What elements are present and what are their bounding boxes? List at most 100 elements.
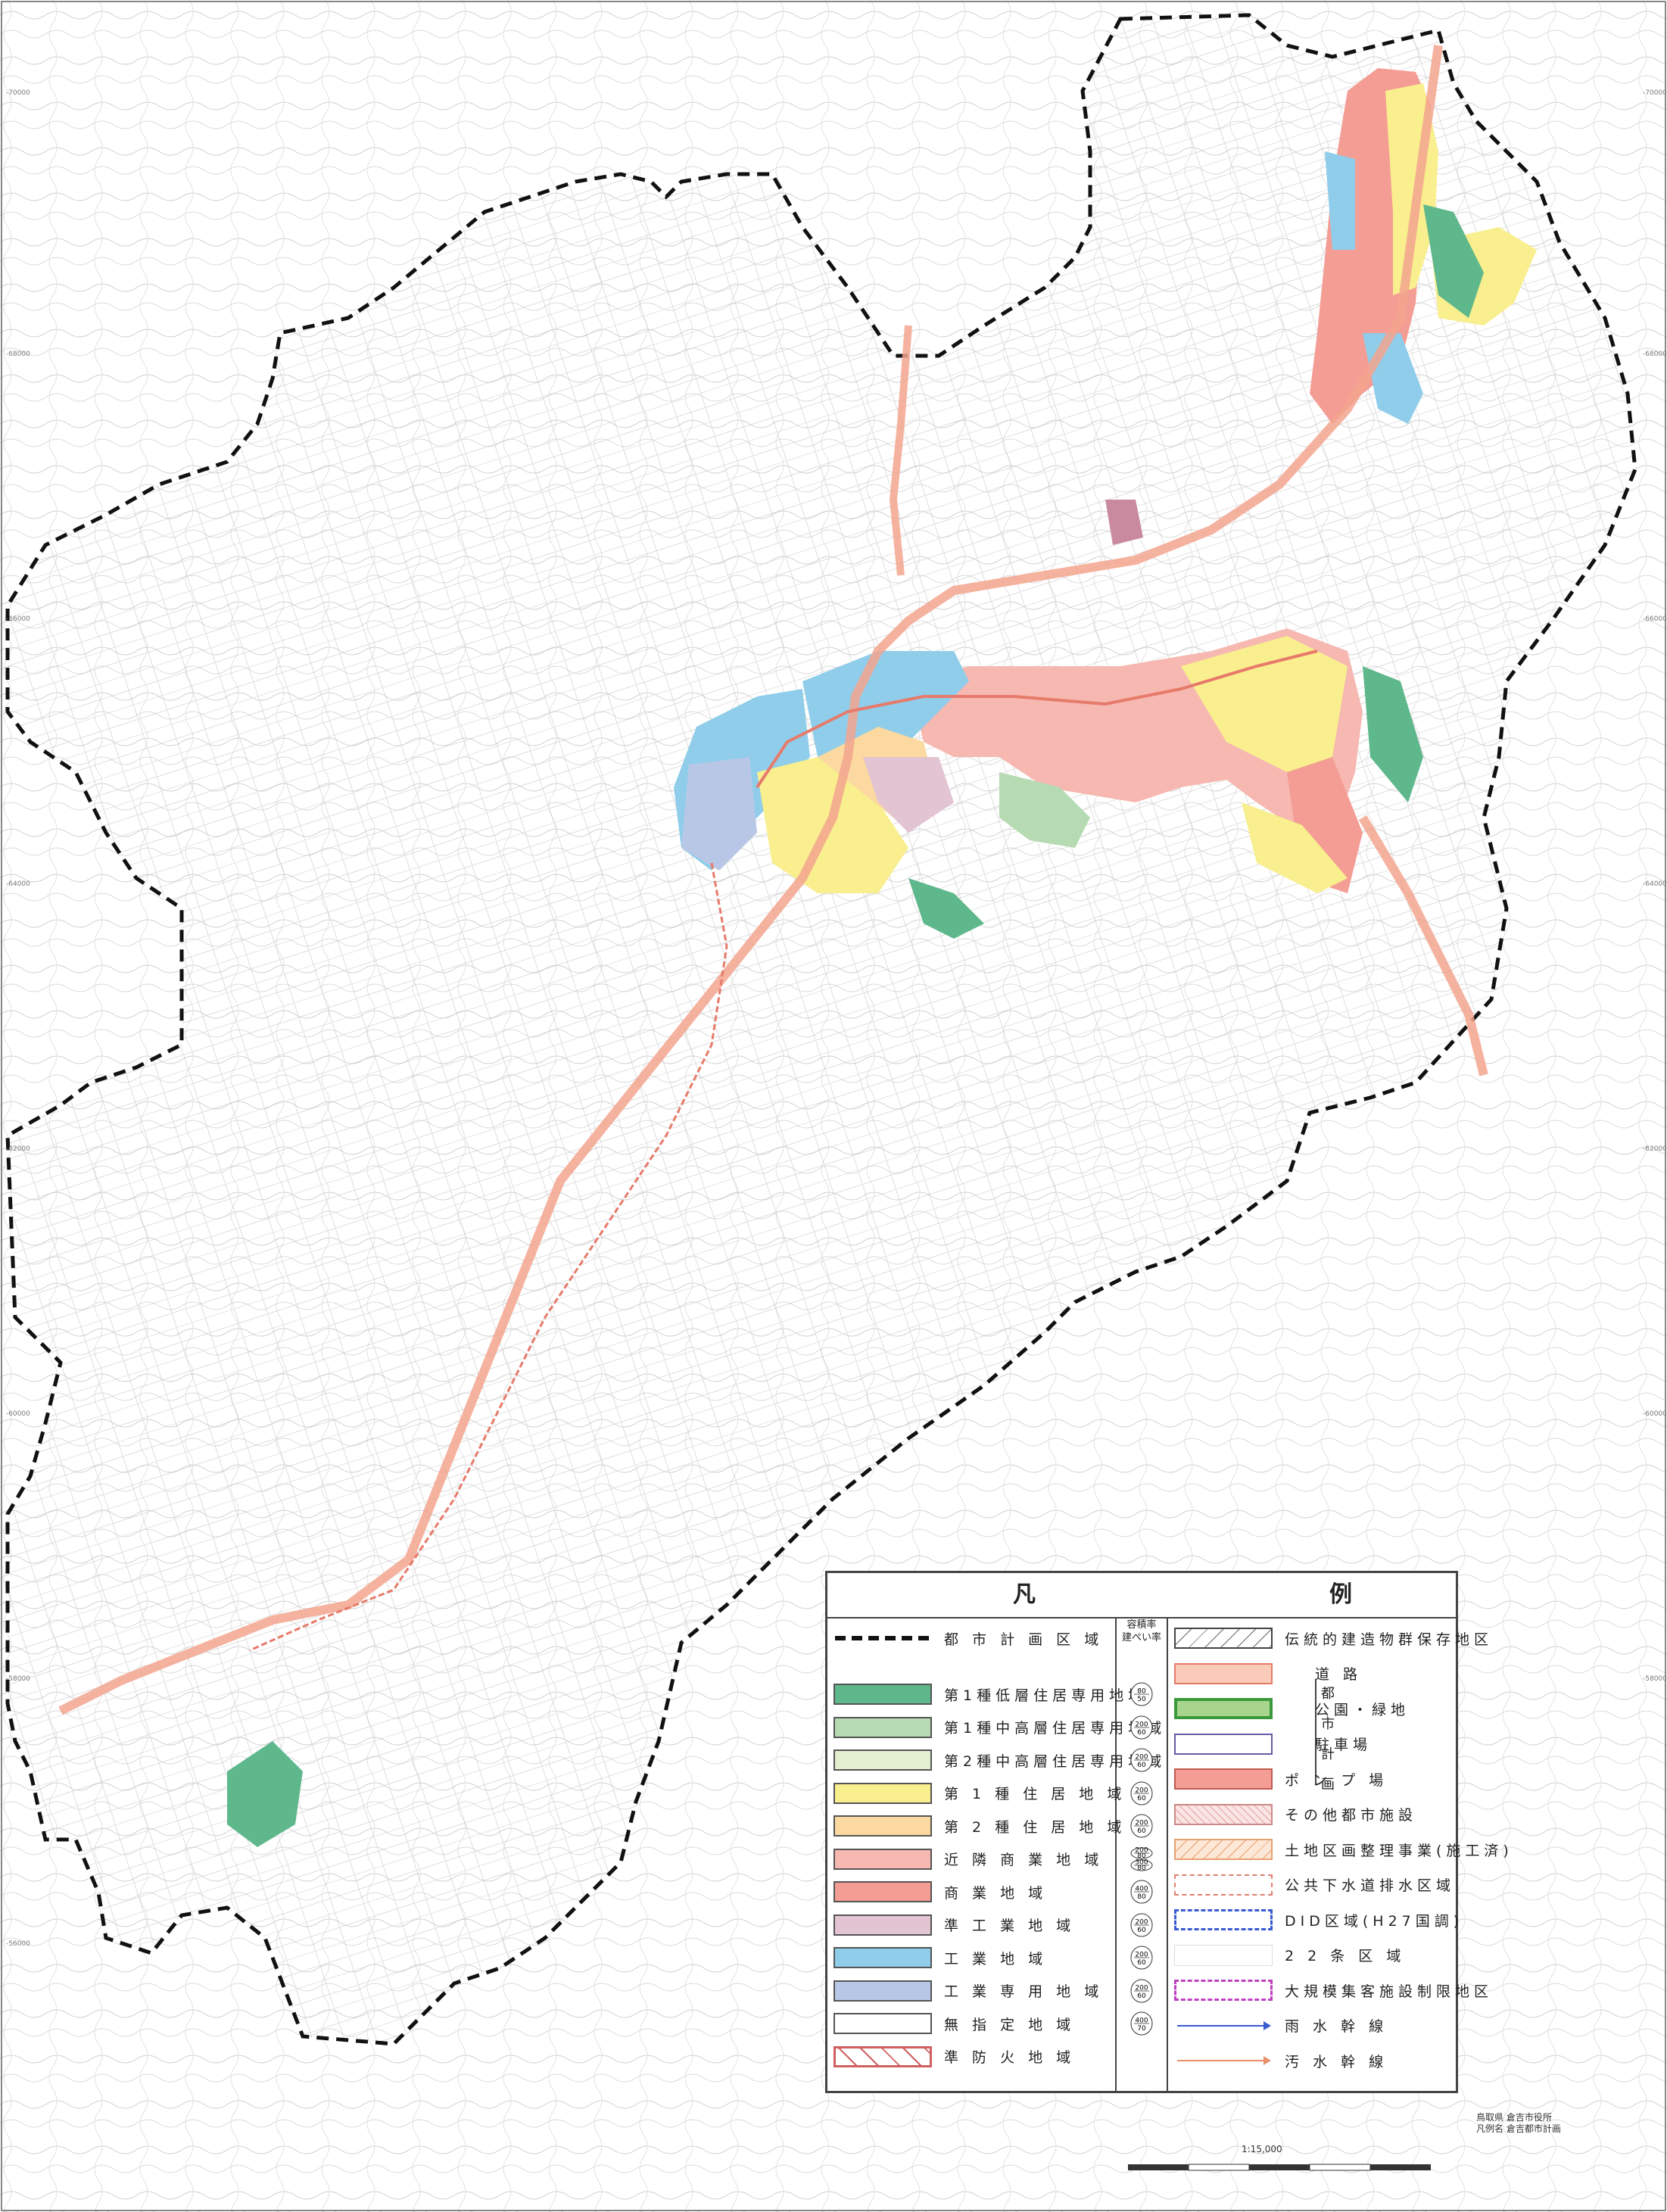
ratio-building-coverage: 60	[1137, 1729, 1146, 1737]
ratio-floor-area: 200	[1135, 1721, 1148, 1728]
facility-label: 2 2 条 区 域	[1285, 1948, 1406, 1964]
zone-label: 第1種中高層住居専用地域	[944, 1720, 1167, 1737]
ratio-floor-area: 200	[1135, 1787, 1148, 1794]
facility-label: 汚 水 幹 線	[1285, 2053, 1388, 2070]
boundary-line-swatch	[835, 1636, 930, 1640]
legend-title-left: 凡	[1013, 1581, 1036, 1608]
facility-legend-row: 公園・緑地	[1174, 1693, 1410, 1724]
zone-legend-row: 近 隣 商 業 地 域	[834, 1844, 1103, 1874]
facility-label: 公園・緑地	[1315, 1701, 1410, 1718]
ratio-building-coverage: 60	[1137, 1827, 1146, 1835]
facility-swatch	[1174, 1874, 1273, 1896]
ratio-building-coverage: 80	[1137, 1852, 1146, 1860]
legend-title-right: 例	[1329, 1581, 1352, 1608]
zone-swatch	[834, 1947, 932, 1968]
city-plan-vertical-label: 都 市 計 画	[1321, 1686, 1335, 1793]
svg-text:-62000: -62000	[6, 1145, 30, 1153]
edge-ticks: -70000 -68000 -66000 -64000 -62000 -6000…	[6, 89, 1667, 1948]
facility-swatch	[1174, 1803, 1273, 1825]
ratio-building-coverage: 60	[1137, 1992, 1146, 2000]
zone-swatch	[834, 1848, 932, 1870]
svg-text:-68000: -68000	[1643, 350, 1667, 358]
svg-text:-68000: -68000	[6, 350, 30, 358]
facility-legend-row: 公共下水道排水区域	[1174, 1870, 1455, 1900]
svg-text:-58000: -58000	[6, 1675, 30, 1683]
zone-label: 準 防 火 地 域	[944, 2049, 1076, 2066]
main-road-2	[249, 862, 728, 1652]
zone-label: 無 指 定 地 域	[944, 2016, 1076, 2033]
map-legend: 凡 例 容積率 建ぺい率 都 市 計 画 都 市 計 画 区 域 第1種低層住居…	[825, 1571, 1509, 2093]
zone-legend-row: 第1種低層住居専用地域	[834, 1679, 1147, 1709]
zoning-areas	[227, 68, 1537, 1847]
zone-label: 工 業 地 域	[944, 1950, 1048, 1967]
facility-swatch	[1174, 1698, 1273, 1719]
zone-swatch	[834, 1782, 932, 1804]
svg-text:-64000: -64000	[6, 880, 30, 888]
zone-label: 第 2 種 住 居 地 域	[944, 1818, 1126, 1836]
svg-text:-60000: -60000	[1643, 1410, 1667, 1418]
facility-legend-row: DID区域(H27国調)	[1174, 1905, 1463, 1935]
zone-label: 第 1 種 住 居 地 域	[944, 1786, 1126, 1802]
facility-legend-row: 雨 水 幹 線	[1174, 2011, 1388, 2041]
main-road	[756, 650, 1318, 789]
zone-legend-row: 第 2 種 住 居 地 域	[834, 1811, 1126, 1841]
zone-legend-row: 準 防 火 地 域	[834, 2042, 1075, 2072]
facility-legend-row: 駐車場	[1174, 1729, 1372, 1759]
ratio-building-coverage: 80	[1137, 1865, 1146, 1871]
zone-swatch	[834, 2045, 932, 2067]
svg-text:-66000: -66000	[1643, 615, 1667, 623]
river	[58, 45, 1443, 1715]
ratio-building-coverage: 70	[1137, 2025, 1146, 2033]
zone-swatch	[834, 2013, 932, 2034]
issuer-line-2: 凡例名 倉吉都市計画	[1476, 2123, 1561, 2134]
facility-legend-row: 道 路	[1174, 1659, 1362, 1689]
svg-text:-70000: -70000	[6, 89, 30, 97]
facility-legend-row: 大規模集客施設制限地区	[1174, 1975, 1493, 2005]
ratio-building-coverage: 60	[1137, 1795, 1146, 1802]
svg-text:-64000: -64000	[1643, 880, 1667, 888]
zone-label: 第2種中高層住居専用地域	[944, 1752, 1167, 1770]
zone-legend-row: 商 業 地 域	[834, 1877, 1047, 1907]
ratio-floor-area: 200	[1135, 1754, 1148, 1762]
legend-label-boundary: 都 市 計 画 区 域	[944, 1631, 1104, 1648]
facility-label: 駐車場	[1315, 1737, 1373, 1753]
zone-legend-row: 第 1 種 住 居 地 域	[834, 1778, 1126, 1809]
facility-label: 道 路	[1315, 1666, 1363, 1683]
facility-legend-row: ポ ン プ 場	[1174, 1764, 1388, 1794]
svg-text:-56000: -56000	[6, 1940, 30, 1948]
facility-swatch	[1174, 1944, 1273, 1966]
ratio-header: 容積率 建ぺい率	[1121, 1619, 1161, 1643]
zone-swatch	[834, 1815, 932, 1837]
facility-label: 大規模集客施設制限地区	[1285, 1983, 1494, 2000]
ratio-floor-area: 400	[1135, 2017, 1148, 2025]
rain-trunk-line-swatch	[1177, 2020, 1271, 2030]
facility-legend-row: その他都市施設	[1174, 1799, 1417, 1830]
svg-text:-60000: -60000	[6, 1410, 30, 1418]
ratio-building-coverage: 60	[1137, 1959, 1146, 1967]
issuer-line-1: 鳥取県 倉吉市役所	[1476, 2112, 1552, 2123]
facility-label: 伝統的建造物群保存地区	[1285, 1631, 1494, 1648]
zone-swatch	[834, 1749, 932, 1771]
facility-legend-row: 伝統的建造物群保存地区	[1174, 1623, 1493, 1653]
facility-swatch	[1174, 1662, 1273, 1684]
facility-legend-row: 土地区画整理事業(施工済)	[1174, 1834, 1513, 1865]
zone-legend-row: 工 業 専 用 地 域	[834, 1976, 1103, 2006]
zone-swatch	[834, 1716, 932, 1738]
facility-swatch	[1174, 1628, 1273, 1649]
zone-swatch	[834, 1684, 932, 1705]
svg-text:-70000: -70000	[1643, 89, 1667, 97]
facility-swatch	[1174, 1768, 1273, 1790]
ratio-floor-area: 200	[1135, 1952, 1148, 1959]
svg-text:-66000: -66000	[6, 615, 30, 623]
ratio-building-coverage: 60	[1137, 1927, 1146, 1934]
svg-text:-58000: -58000	[1643, 1675, 1667, 1683]
ratio-floor-area: 200	[1135, 1918, 1148, 1926]
facility-label: その他都市施設	[1285, 1807, 1418, 1824]
legend-row-boundary: 都 市 計 画 区 域	[834, 1623, 1103, 1653]
zone-legend-row: 工 業 地 域	[834, 1943, 1047, 1973]
zone-label: 準 工 業 地 域	[944, 1918, 1076, 1934]
